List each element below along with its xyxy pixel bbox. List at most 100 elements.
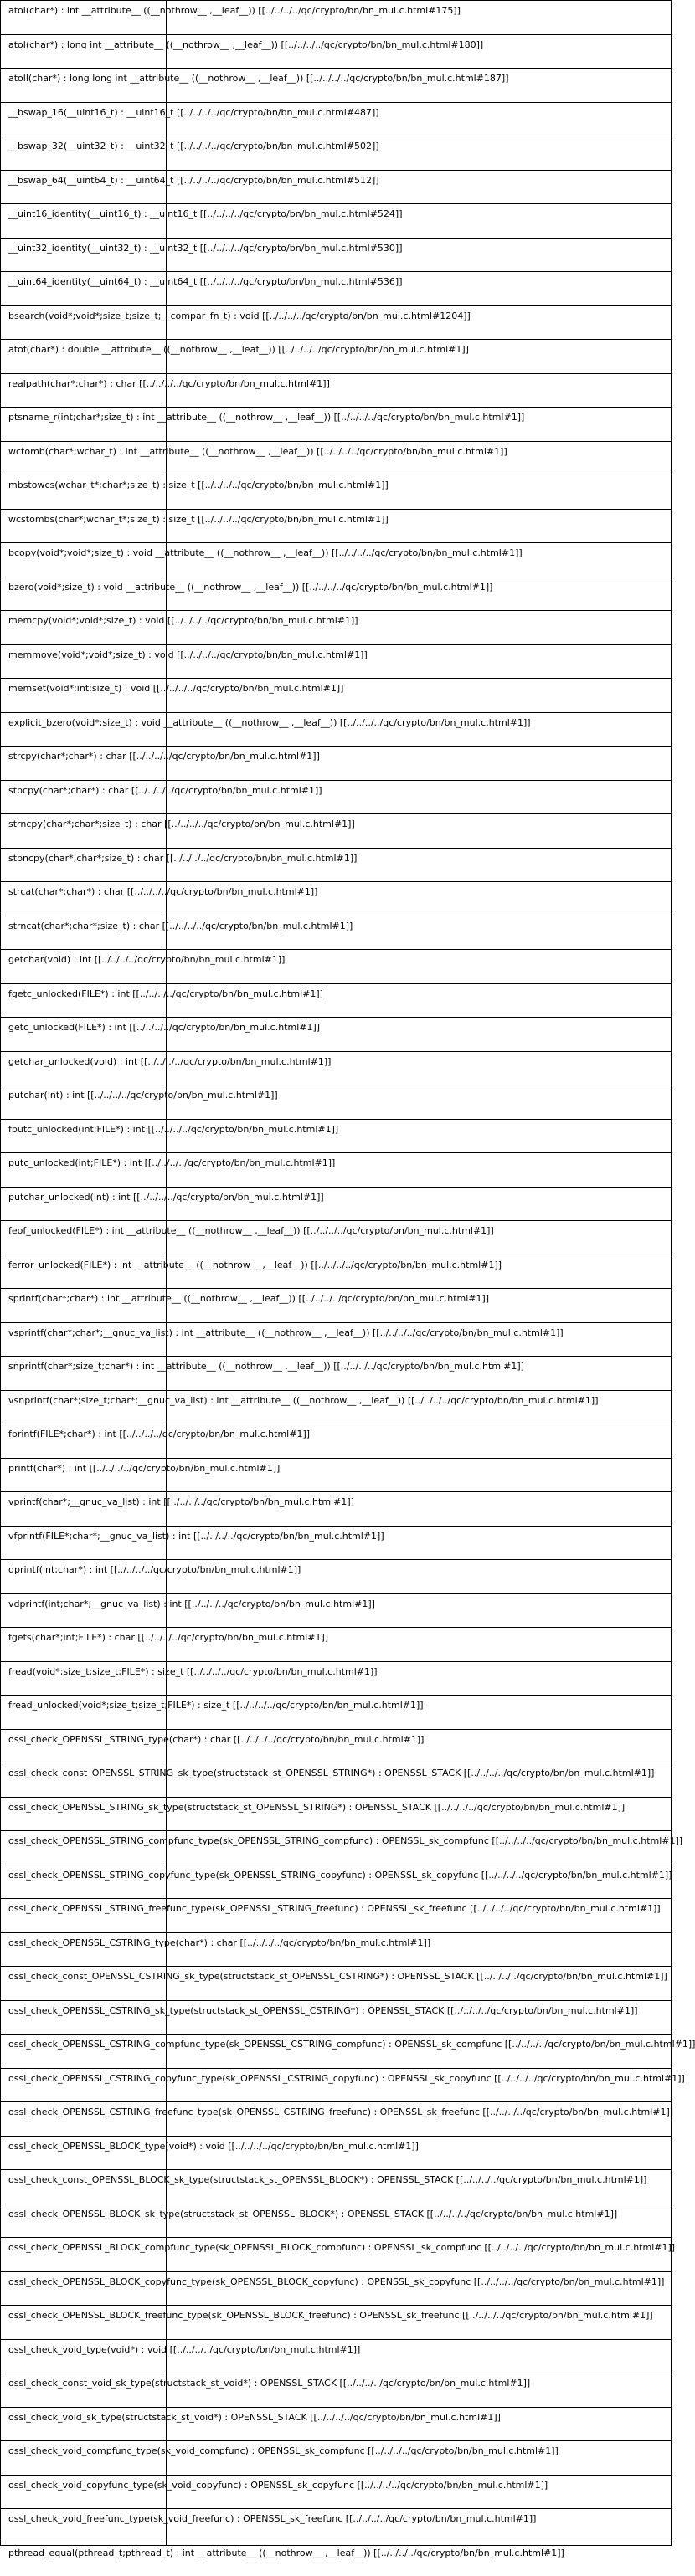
list-item[interactable]: realpath(char*;char*) : char [[../../../… — [0, 373, 672, 407]
list-item[interactable]: memmove(void*;void*;size_t) : void [[../… — [0, 644, 672, 678]
list-item[interactable]: vprintf(char*;__gnuc_va_list) : int [[..… — [0, 1491, 672, 1525]
symbol-signature: fread(void*;size_t;size_t;FILE*) : size_… — [8, 1666, 378, 1677]
list-item[interactable]: sprintf(char*;char*) : int __attribute__… — [0, 1288, 672, 1321]
list-item[interactable]: wctomb(char*;wchar_t) : int __attribute_… — [0, 441, 672, 475]
symbol-signature: ossl_check_const_OPENSSL_CSTRING_sk_type… — [8, 1971, 667, 1982]
list-item[interactable]: vdprintf(int;char*;__gnuc_va_list) : int… — [0, 1593, 672, 1627]
list-item[interactable]: ossl_check_OPENSSL_BLOCK_freefunc_type(s… — [0, 2305, 672, 2338]
list-item[interactable]: strcpy(char*;char*) : char [[../../../..… — [0, 746, 672, 779]
list-item[interactable]: ferror_unlocked(FILE*) : int __attribute… — [0, 1255, 672, 1288]
symbol-signature: strncat(char*;char*;size_t) : char [[../… — [8, 921, 353, 931]
list-item[interactable]: putchar_unlocked(int) : int [[../../../.… — [0, 1187, 672, 1220]
symbol-signature: ossl_check_void_freefunc_type(sk_void_fr… — [8, 2513, 537, 2524]
list-item[interactable]: ossl_check_const_OPENSSL_CSTRING_sk_type… — [0, 1966, 672, 1999]
symbol-signature: ossl_check_OPENSSL_BLOCK_compfunc_type(s… — [8, 2242, 676, 2253]
list-item[interactable]: ossl_check_void_compfunc_type(sk_void_co… — [0, 2440, 672, 2474]
list-item[interactable]: atof(char*) : double __attribute__ ((__n… — [0, 339, 672, 372]
list-item[interactable]: putchar(int) : int [[../../../../qc/cryp… — [0, 1085, 672, 1118]
list-item[interactable]: __bswap_64(__uint64_t) : __uint64_t [[..… — [0, 170, 672, 203]
list-item[interactable]: memcpy(void*;void*;size_t) : void [[../.… — [0, 610, 672, 644]
list-item[interactable]: printf(char*) : int [[../../../../qc/cry… — [0, 1458, 672, 1491]
list-item[interactable]: ossl_check_void_type(void*) : void [[../… — [0, 2339, 672, 2373]
list-item[interactable]: fread(void*;size_t;size_t;FILE*) : size_… — [0, 1661, 672, 1695]
symbol-signature: atoll(char*) : long long int __attribute… — [8, 73, 509, 84]
symbol-signature: memset(void*;int;size_t) : void [[../../… — [8, 683, 344, 694]
list-item[interactable]: ossl_check_const_OPENSSL_BLOCK_sk_type(s… — [0, 2169, 672, 2203]
list-item[interactable]: memset(void*;int;size_t) : void [[../../… — [0, 678, 672, 711]
list-item[interactable]: ptsname_r(int;char*;size_t) : int __attr… — [0, 407, 672, 440]
list-item[interactable]: mbstowcs(wchar_t*;char*;size_t) : size_t… — [0, 475, 672, 508]
list-item[interactable]: explicit_bzero(void*;size_t) : void __at… — [0, 712, 672, 746]
left-border — [0, 0, 1, 2546]
list-item[interactable]: pthread_equal(pthread_t;pthread_t) : int… — [0, 2543, 672, 2576]
symbol-signature: strcat(char*;char*) : char [[../../../..… — [8, 886, 318, 897]
list-item[interactable]: ossl_check_void_sk_type(structstack_st_v… — [0, 2407, 672, 2440]
list-item[interactable]: fgets(char*;int;FILE*) : char [[../../..… — [0, 1627, 672, 1660]
symbol-signature: ossl_check_void_compfunc_type(sk_void_co… — [8, 2445, 559, 2456]
symbol-signature: ossl_check_OPENSSL_CSTRING_copyfunc_type… — [8, 2073, 685, 2084]
list-item[interactable]: vsnprintf(char*;size_t;char*;__gnuc_va_l… — [0, 1390, 672, 1424]
list-item[interactable]: ossl_check_OPENSSL_STRING_copyfunc_type(… — [0, 1865, 672, 1898]
list-item[interactable]: ossl_check_OPENSSL_CSTRING_compfunc_type… — [0, 2034, 695, 2067]
symbol-signature: atoi(char*) : int __attribute__ ((__noth… — [8, 5, 461, 16]
list-item[interactable]: __uint32_identity(__uint32_t) : __uint32… — [0, 238, 672, 271]
list-item[interactable]: atoll(char*) : long long int __attribute… — [0, 68, 672, 101]
list-item[interactable]: __uint16_identity(__uint16_t) : __uint16… — [0, 203, 672, 237]
list-item[interactable]: ossl_check_OPENSSL_BLOCK_copyfunc_type(s… — [0, 2271, 672, 2305]
list-item[interactable]: feof_unlocked(FILE*) : int __attribute__… — [0, 1220, 672, 1254]
list-item[interactable]: vsprintf(char*;char*;__gnuc_va_list) : i… — [0, 1322, 672, 1356]
list-item[interactable]: stpcpy(char*;char*) : char [[../../../..… — [0, 780, 672, 813]
list-item[interactable]: ossl_check_OPENSSL_STRING_sk_type(struct… — [0, 1797, 672, 1830]
list-item[interactable]: ossl_check_OPENSSL_BLOCK_compfunc_type(s… — [0, 2237, 676, 2271]
list-item[interactable]: bcopy(void*;void*;size_t) : void __attri… — [0, 542, 672, 576]
list-item[interactable]: ossl_check_void_freefunc_type(sk_void_fr… — [0, 2508, 672, 2542]
list-item[interactable]: stpncpy(char*;char*;size_t) : char [[../… — [0, 848, 672, 881]
symbol-signature: ossl_check_OPENSSL_STRING_copyfunc_type(… — [8, 1870, 672, 1881]
list-item[interactable]: fprintf(FILE*;char*) : int [[../../../..… — [0, 1424, 672, 1457]
list-item[interactable]: atoi(char*) : int __attribute__ ((__noth… — [0, 0, 672, 33]
list-item[interactable]: atol(char*) : long int __attribute__ ((_… — [0, 34, 672, 68]
list-item[interactable]: strncat(char*;char*;size_t) : char [[../… — [0, 916, 672, 949]
list-item[interactable]: getchar(void) : int [[../../../../qc/cry… — [0, 949, 672, 983]
list-item[interactable]: ossl_check_OPENSSL_CSTRING_freefunc_type… — [0, 2101, 673, 2135]
list-item[interactable]: strcat(char*;char*) : char [[../../../..… — [0, 881, 672, 915]
list-item[interactable]: vfprintf(FILE*;char*;__gnuc_va_list) : i… — [0, 1526, 672, 1559]
list-item[interactable]: ossl_check_OPENSSL_STRING_type(char*) : … — [0, 1729, 672, 1763]
list-item[interactable]: ossl_check_OPENSSL_CSTRING_copyfunc_type… — [0, 2068, 685, 2101]
list-item[interactable]: dprintf(int;char*) : int [[../../../../q… — [0, 1559, 672, 1593]
list-item[interactable]: fputc_unlocked(int;FILE*) : int [[../../… — [0, 1119, 672, 1152]
list-item[interactable]: ossl_check_const_void_sk_type(structstac… — [0, 2373, 672, 2406]
list-item[interactable]: ossl_check_void_copyfunc_type(sk_void_co… — [0, 2475, 672, 2508]
list-item[interactable]: __uint64_identity(__uint64_t) : __uint64… — [0, 271, 672, 305]
list-item[interactable]: fread_unlocked(void*;size_t;size_t;FILE*… — [0, 1695, 672, 1728]
list-item[interactable]: ossl_check_OPENSSL_CSTRING_type(char*) :… — [0, 1932, 672, 1966]
symbol-signature: dprintf(int;char*) : int [[../../../../q… — [8, 1564, 301, 1575]
list-item[interactable]: wcstombs(char*;wchar_t*;size_t) : size_t… — [0, 509, 672, 542]
list-item[interactable]: __bswap_16(__uint16_t) : __uint16_t [[..… — [0, 102, 672, 136]
list-item[interactable]: getc_unlocked(FILE*) : int [[../../../..… — [0, 1017, 672, 1050]
list-item[interactable]: __bswap_32(__uint32_t) : __uint32_t [[..… — [0, 136, 672, 169]
list-item[interactable]: bzero(void*;size_t) : void __attribute__… — [0, 577, 672, 610]
list-item[interactable]: bsearch(void*;void*;size_t;size_t;__comp… — [0, 305, 672, 339]
list-item[interactable]: strncpy(char*;char*;size_t) : char [[../… — [0, 813, 672, 847]
list-item[interactable]: ossl_check_OPENSSL_STRING_compfunc_type(… — [0, 1830, 682, 1864]
list-item[interactable]: getchar_unlocked(void) : int [[../../../… — [0, 1051, 672, 1085]
symbol-signature: printf(char*) : int [[../../../../qc/cry… — [8, 1463, 281, 1474]
symbol-signature: putc_unlocked(int;FILE*) : int [[../../.… — [8, 1157, 336, 1168]
list-item[interactable]: putc_unlocked(int;FILE*) : int [[../../.… — [0, 1152, 672, 1186]
symbol-signature: ossl_check_OPENSSL_STRING_type(char*) : … — [8, 1734, 425, 1745]
list-item[interactable]: ossl_check_const_OPENSSL_STRING_sk_type(… — [0, 1763, 672, 1796]
symbol-signature: ossl_check_OPENSSL_BLOCK_freefunc_type(s… — [8, 2310, 653, 2321]
list-item[interactable]: ossl_check_OPENSSL_CSTRING_sk_type(struc… — [0, 2000, 672, 2034]
bottom-border — [0, 2545, 672, 2546]
list-item[interactable]: snprintf(char*;size_t;char*) : int __att… — [0, 1356, 672, 1389]
list-item[interactable]: ossl_check_OPENSSL_STRING_freefunc_type(… — [0, 1898, 672, 1932]
symbol-signature: __uint64_identity(__uint64_t) : __uint64… — [8, 276, 403, 287]
symbol-signature: vsprintf(char*;char*;__gnuc_va_list) : i… — [8, 1327, 564, 1338]
list-item[interactable]: fgetc_unlocked(FILE*) : int [[../../../.… — [0, 983, 672, 1017]
list-item[interactable]: ossl_check_OPENSSL_BLOCK_type(void*) : v… — [0, 2136, 672, 2169]
symbol-signature: ossl_check_OPENSSL_CSTRING_sk_type(struc… — [8, 2005, 638, 2016]
symbol-signature: getc_unlocked(FILE*) : int [[../../../..… — [8, 1022, 321, 1033]
list-item[interactable]: ossl_check_OPENSSL_BLOCK_sk_type(structs… — [0, 2204, 672, 2237]
